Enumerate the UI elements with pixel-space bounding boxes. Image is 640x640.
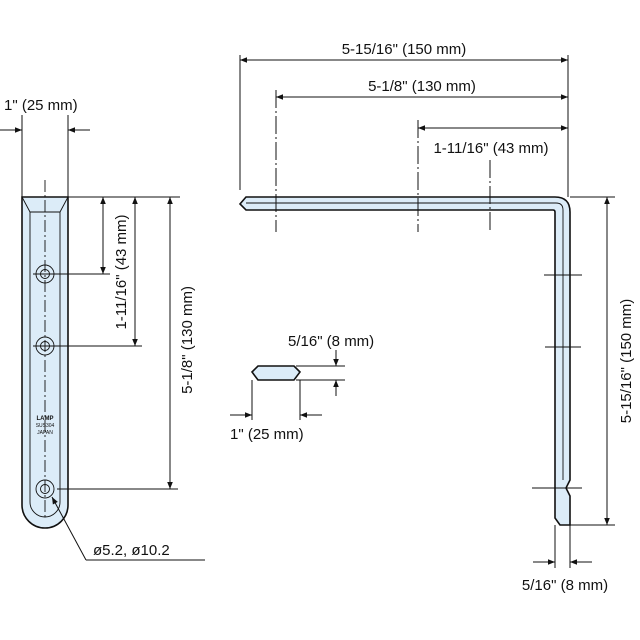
section-thickness-dim: 5/16" (8 mm) <box>288 333 374 350</box>
side-view: 5-15/16" (150 mm) 5-1/8" (130 mm) 1-11/1… <box>238 41 635 594</box>
hole-3 <box>35 479 55 499</box>
marking-origin: JAPAN <box>37 430 53 436</box>
front-span-dim: 5-1/8" (130 mm) <box>179 286 196 394</box>
bracket-side-outline <box>238 196 571 526</box>
front-width-dim: 1" (25 mm) <box>4 97 78 114</box>
side-height-dim: 5-15/16" (150 mm) <box>618 299 635 424</box>
marking-material: SUS304 <box>36 423 55 429</box>
side-thickness-dim: 5/16" (8 mm) <box>522 577 608 594</box>
side-overall-length-dim: 5-15/16" (150 mm) <box>342 41 467 58</box>
front-pitch-dim: 1-11/16" (43 mm) <box>113 214 130 329</box>
hole-1 <box>33 264 57 284</box>
front-view: LAMP SUS304 JAPAN 1" (25 mm) 1-11/16" (4… <box>0 97 205 561</box>
section-profile <box>250 365 302 381</box>
section-width-dim: 1" (25 mm) <box>230 426 304 443</box>
side-pitch-dim: 1-11/16" (43 mm) <box>433 140 548 157</box>
hole-2 <box>33 336 57 356</box>
marking-brand: LAMP <box>37 416 54 422</box>
side-length-dim-2: 5-1/8" (130 mm) <box>368 78 476 95</box>
bracket-side-inner <box>246 202 564 480</box>
hole-callout: ø5.2, ø10.2 <box>93 542 170 559</box>
section-view: 5/16" (8 mm) 1" (25 mm) <box>230 333 374 443</box>
